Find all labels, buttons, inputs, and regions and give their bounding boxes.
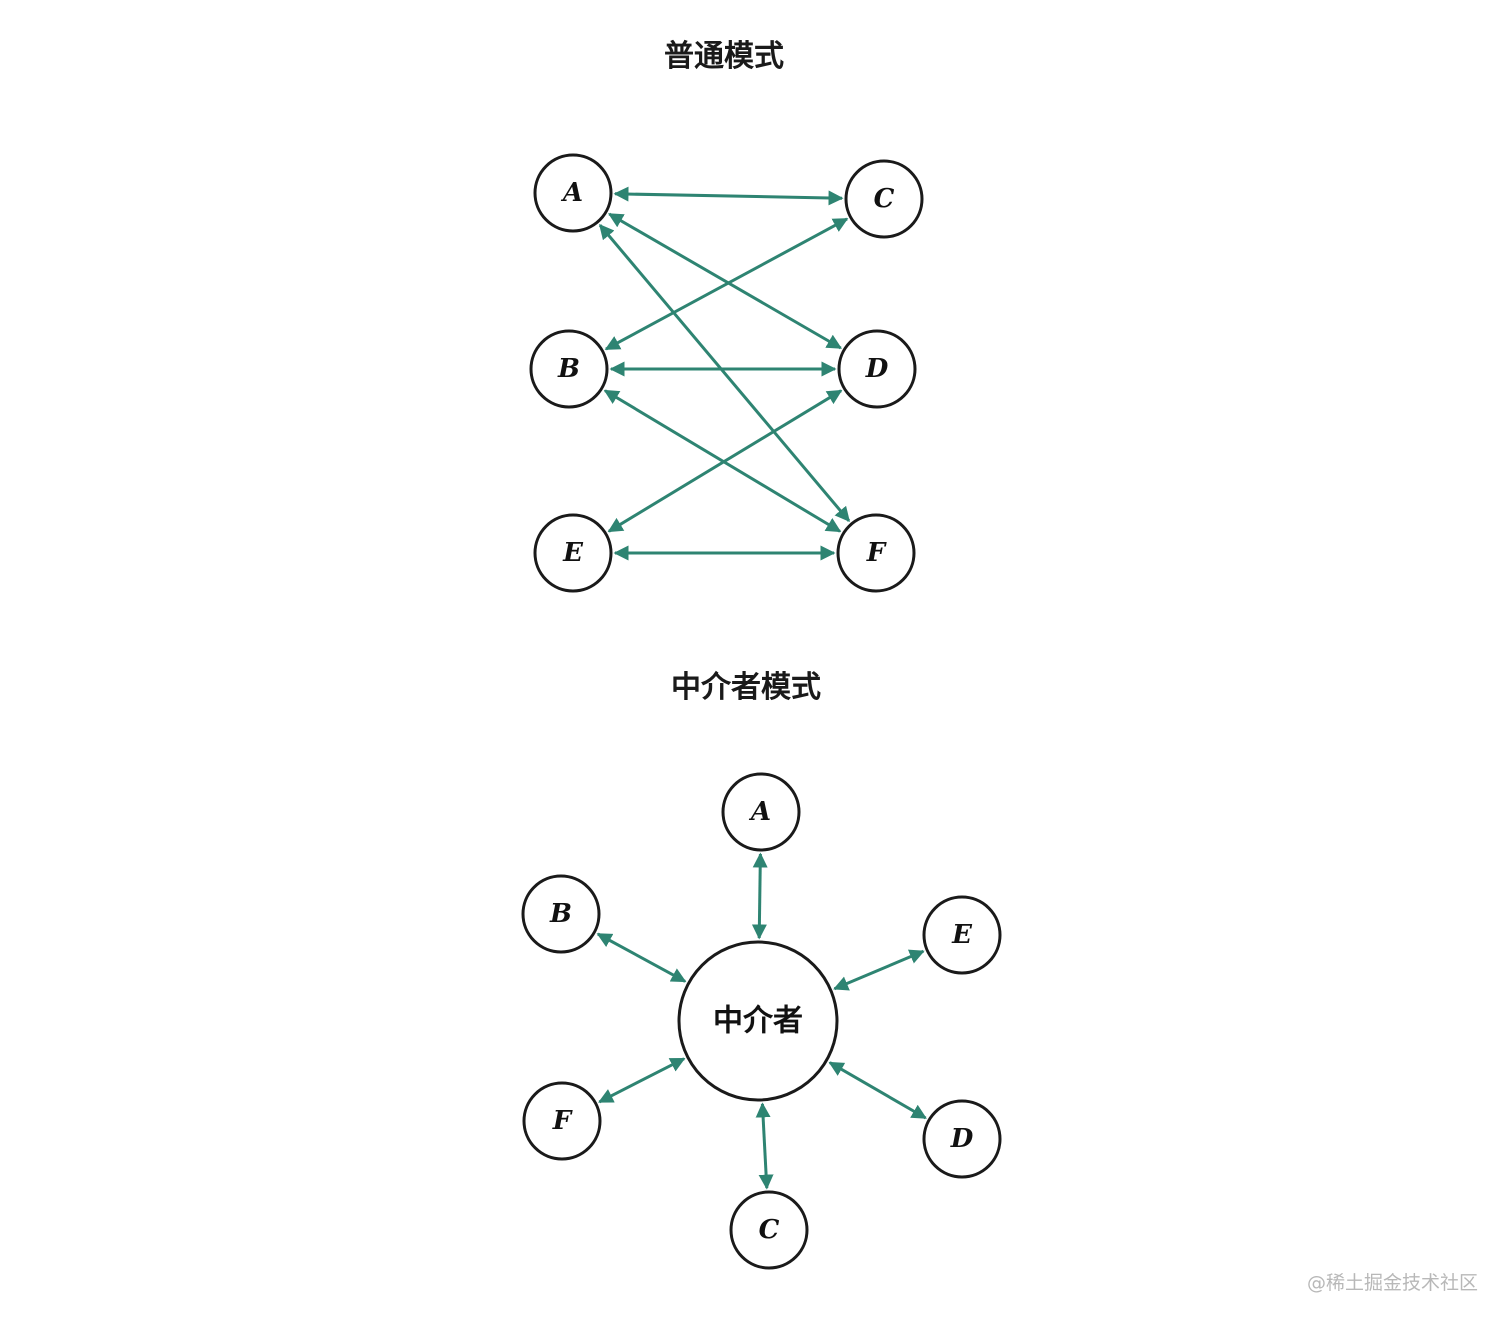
normal-mode-edges [598, 186, 851, 561]
watermark: @稀土掘金技术社区 [1307, 1272, 1478, 1294]
mediator-node-a: A [721, 772, 801, 852]
normal-edge-a-c [613, 186, 844, 206]
normal-mode-title: 普通模式 [664, 39, 784, 74]
mediator-edge-hub-b [596, 932, 687, 983]
mediator-node-f-label: F [552, 1106, 573, 1136]
mediator-edge-hub-d [828, 1061, 927, 1120]
mediator-edge-hub-c [755, 1102, 774, 1190]
mediator-hub: 中介者 [677, 940, 839, 1102]
mediator-mode-title: 中介者模式 [671, 670, 821, 705]
mediator-node-e: E [922, 895, 1002, 975]
mediator-edge-hub-e [833, 949, 925, 991]
mediator-node-c-label: C [759, 1215, 780, 1245]
mediator-node-a-label: A [748, 797, 771, 827]
normal-node-a-label: A [560, 178, 583, 208]
mediator-node-e-label: E [951, 920, 973, 950]
normal-node-a: A [533, 153, 613, 233]
normal-edge-b-c [604, 217, 849, 351]
normal-node-b: B [529, 329, 609, 409]
normal-node-c-label: C [874, 184, 895, 214]
normal-node-d-label: D [865, 354, 889, 384]
normal-node-f: F [836, 513, 916, 593]
normal-node-c: C [844, 159, 924, 239]
normal-node-b-label: B [557, 354, 580, 384]
normal-node-e: E [533, 513, 613, 593]
mediator-node-d-label: D [950, 1124, 974, 1154]
normal-edge-e-d [607, 389, 843, 533]
mediator-node-b: B [521, 874, 601, 954]
mediator-hub-label: 中介者 [713, 1004, 803, 1039]
normal-node-d: D [837, 329, 917, 409]
normal-edge-a-f [598, 223, 851, 523]
mediator-node-d: D [922, 1099, 1002, 1179]
normal-node-f-label: F [866, 538, 887, 568]
mediator-edge-hub-f [598, 1057, 686, 1104]
normal-node-e-label: E [562, 538, 584, 568]
mediator-node-f: F [522, 1081, 602, 1161]
mediator-edge-hub-a [751, 852, 768, 940]
mediator-mode-edges [596, 852, 927, 1190]
mediator-node-c: C [729, 1190, 809, 1270]
mediator-node-b-label: B [549, 899, 572, 929]
